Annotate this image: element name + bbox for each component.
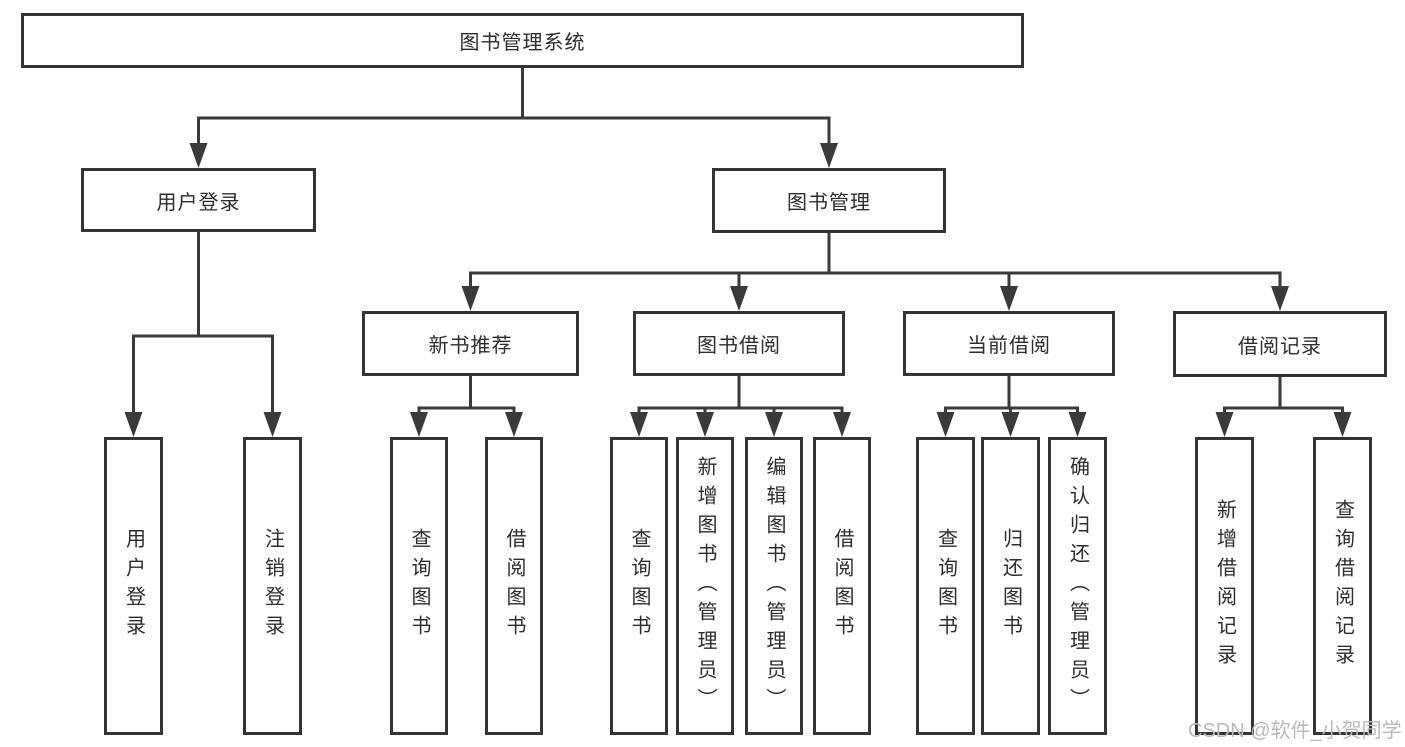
node-newbook: 新书推荐 (362, 311, 579, 376)
node-borrow: 图书借阅 (633, 311, 845, 376)
arrowhead-icon (630, 412, 648, 437)
edge-borrow (630, 376, 851, 437)
node-r2: 查询借阅记录 (1313, 437, 1372, 735)
arrowhead-icon (263, 412, 282, 437)
arrowhead-icon (1333, 412, 1352, 437)
arrowhead-icon (410, 412, 428, 437)
edge-current (936, 376, 1087, 437)
node-current: 当前借阅 (903, 311, 1115, 376)
node-b3: 编辑图书（管理员） (745, 437, 803, 735)
node-records: 借阅记录 (1173, 311, 1387, 377)
csdn-watermark: CSDN @软件_小贺同学 (1188, 720, 1402, 742)
node-root: 图书管理系统 (21, 13, 1024, 68)
edge-records (1215, 377, 1352, 437)
node-r1: 新增借阅记录 (1195, 437, 1254, 735)
arrowhead-icon (696, 412, 714, 437)
node-b1: 查询图书 (610, 437, 668, 735)
edge-mgmt (461, 233, 1289, 311)
node-c1: 查询图书 (916, 437, 975, 735)
arrowhead-icon (730, 286, 748, 311)
arrowhead-icon (505, 412, 523, 437)
node-login: 用户登录 (81, 168, 316, 232)
arrowhead-icon (833, 412, 851, 437)
node-mgmt: 图书管理 (712, 168, 946, 233)
node-b2: 新增图书（管理员） (676, 437, 734, 735)
node-b4: 借阅图书 (813, 437, 871, 735)
node-c2: 归还图书 (981, 437, 1040, 735)
edge-newbook (410, 376, 523, 437)
arrowhead-icon (1001, 412, 1020, 437)
arrowhead-icon (1271, 286, 1289, 311)
arrowhead-icon (936, 412, 955, 437)
node-u2: 注销登录 (243, 437, 302, 735)
node-n1: 查询图书 (390, 437, 448, 735)
arrowhead-icon (189, 143, 208, 168)
arrowhead-icon (124, 412, 143, 437)
arrowhead-icon (820, 143, 838, 168)
node-n2: 借阅图书 (485, 437, 543, 735)
node-c3: 确认归还（管理员） (1048, 437, 1107, 735)
arrowhead-icon (1000, 286, 1018, 311)
arrowhead-icon (1068, 412, 1087, 437)
edge-root (189, 68, 838, 168)
arrowhead-icon (1215, 412, 1234, 437)
arrowhead-icon (461, 286, 480, 311)
node-u1: 用户登录 (104, 437, 163, 735)
edge-login (124, 232, 282, 437)
arrowhead-icon (765, 412, 783, 437)
